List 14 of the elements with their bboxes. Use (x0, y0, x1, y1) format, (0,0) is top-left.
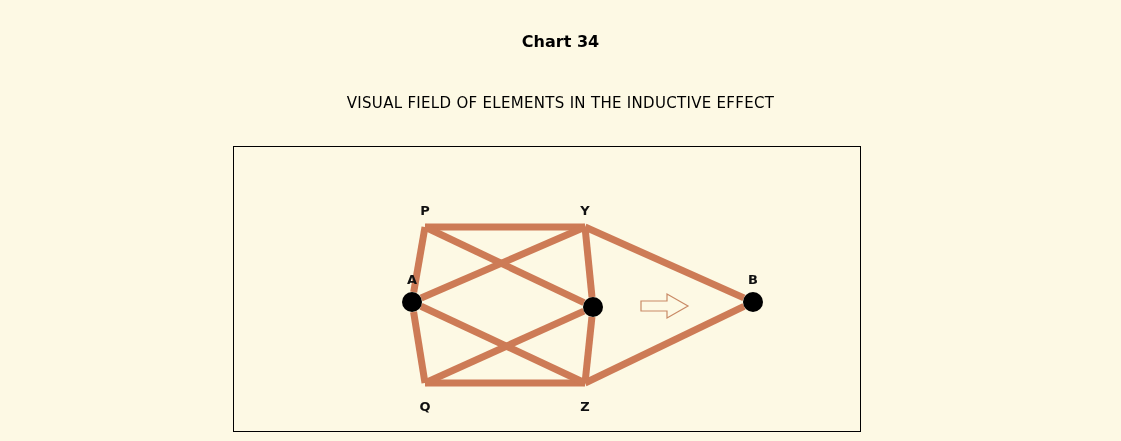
connector-line (425, 223, 585, 231)
point-label: A (405, 272, 419, 288)
point-label: P (419, 203, 431, 219)
point-label: Q (418, 399, 432, 415)
connector-line (583, 223, 746, 302)
connector-line (410, 226, 429, 293)
connector-line (425, 379, 585, 387)
point-label: B (747, 272, 759, 288)
subtitle: VISUAL FIELD OF ELEMENTS IN THE INDUCTIVE EFFECT (345, 94, 776, 112)
connector-line (410, 311, 429, 384)
point-label: Z (579, 399, 591, 415)
point-label: Y (579, 203, 591, 219)
connector-line (583, 303, 746, 387)
chart-title: Chart 34 (520, 32, 601, 51)
